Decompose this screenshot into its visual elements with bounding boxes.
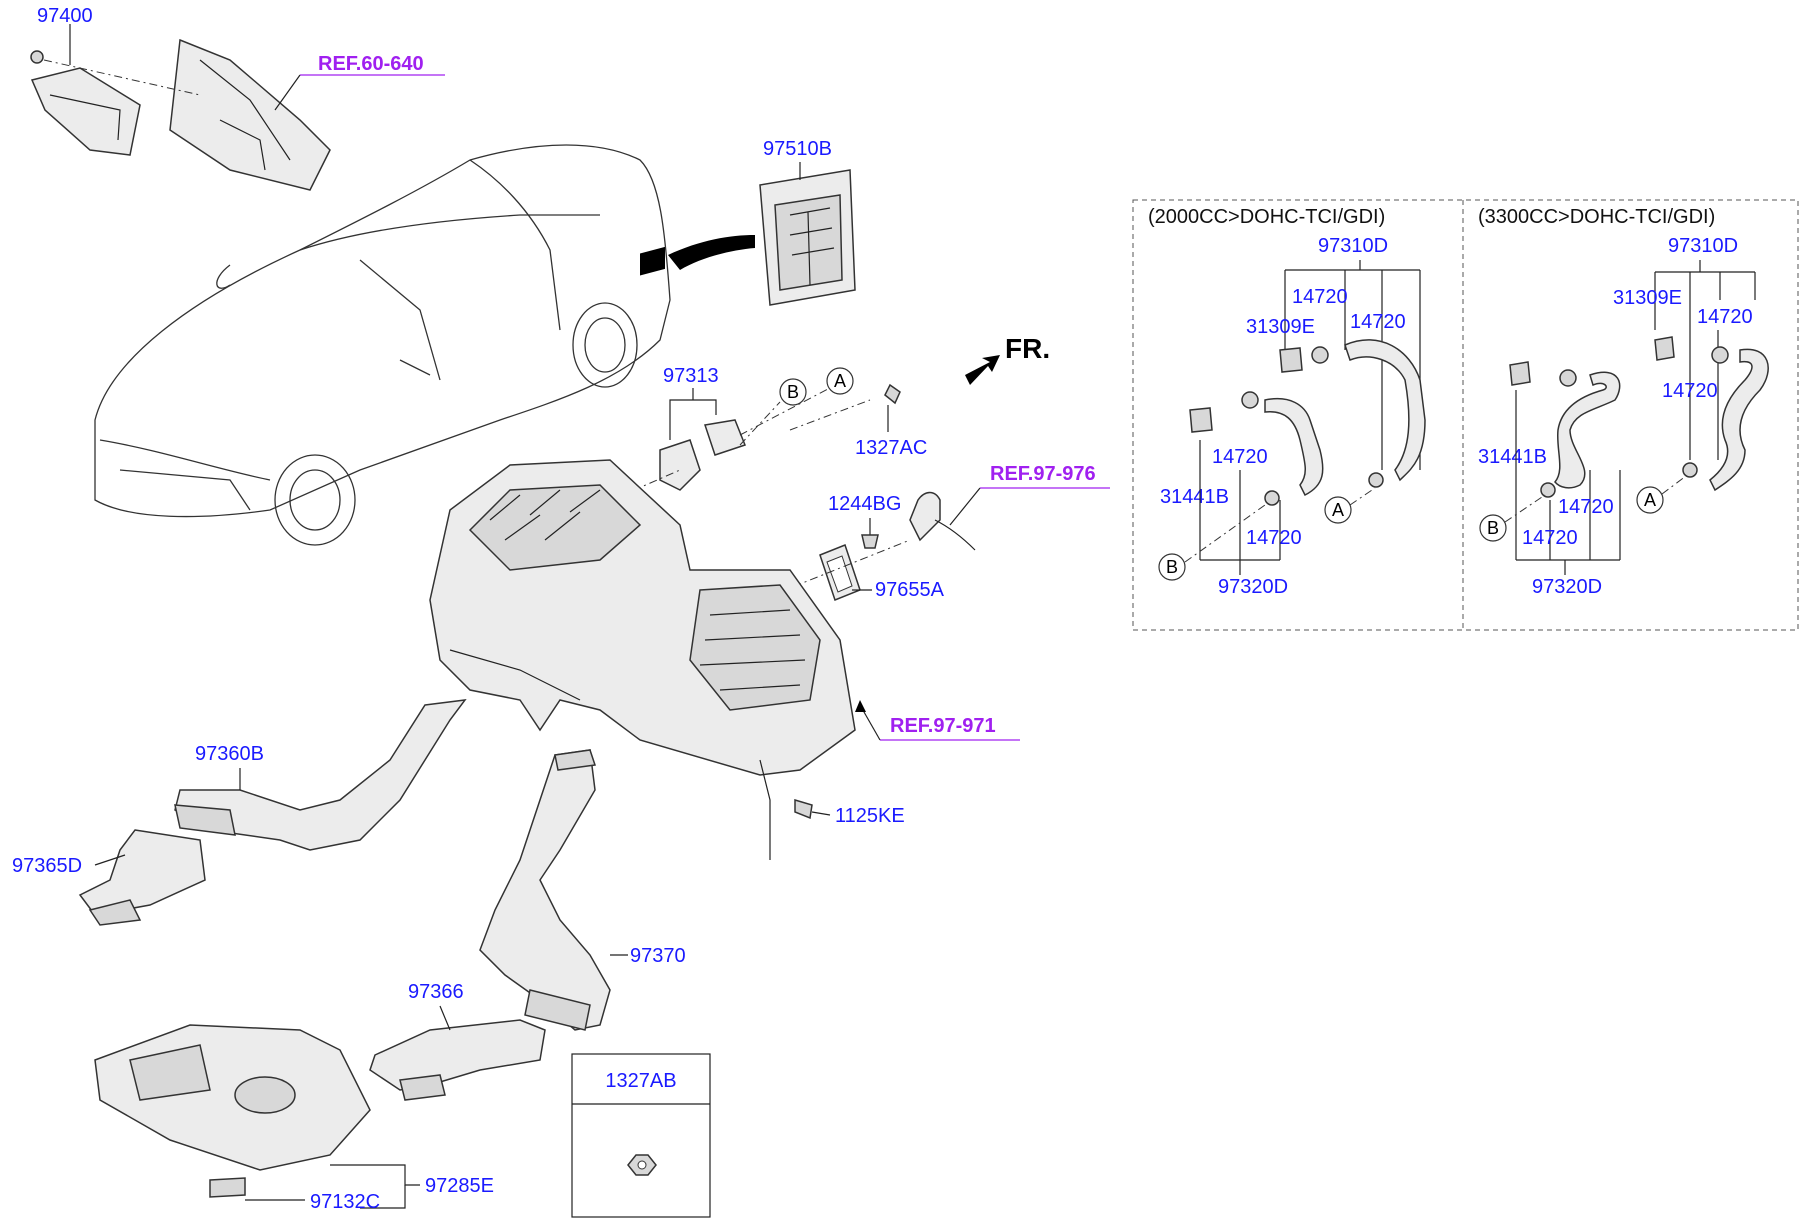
- duct-97370-drawing: [479, 749, 611, 1031]
- ref-60-640[interactable]: REF.60-640: [318, 53, 424, 75]
- label-fr: FR.: [1005, 333, 1050, 364]
- ref-97-976[interactable]: REF.97-976: [990, 463, 1096, 485]
- front-arrow-icon: [965, 355, 1000, 385]
- label-3300-14720-a: 14720: [1697, 306, 1753, 328]
- label-97285E: 97285E: [425, 1175, 494, 1197]
- label-2000-97320D: 97320D: [1218, 576, 1288, 598]
- label-3300-14720-d: 14720: [1522, 527, 1578, 549]
- label-97366: 97366: [408, 981, 464, 1003]
- marker-b-3300: B: [1487, 518, 1499, 538]
- duct-97360B-drawing: [78, 699, 467, 926]
- duct-97400-drawing: [30, 38, 331, 191]
- marker-a-2000: A: [1332, 500, 1344, 520]
- label-2000-14720-c: 14720: [1212, 446, 1268, 468]
- label-1327AC: 1327AC: [855, 437, 927, 459]
- label-2000-14720-d: 14720: [1246, 527, 1302, 549]
- label-97313: 97313: [663, 365, 719, 387]
- filter-97510B-drawing: [668, 169, 856, 306]
- duct-97366-drawing: [369, 1019, 546, 1101]
- inset-3300-title: (3300CC>DOHC-TCI/GDI): [1478, 206, 1715, 228]
- label-3300-31309E: 31309E: [1613, 287, 1682, 309]
- marker-a-main-label: A: [834, 371, 846, 391]
- car-outline: [94, 144, 671, 546]
- inset-3300cc: (3300CC>DOHC-TCI/GDI) 97310D 31309E 1472…: [1478, 206, 1769, 598]
- label-1125KE: 1125KE: [835, 805, 905, 827]
- marker-a-main: [826, 367, 854, 395]
- inset-2000-title: (2000CC>DOHC-TCI/GDI): [1148, 206, 1385, 228]
- label-3300-14720-b: 14720: [1662, 380, 1718, 402]
- label-1244BG: 1244BG: [828, 493, 901, 515]
- panel-97285E-drawing: [94, 1024, 371, 1198]
- label-2000-31309E: 31309E: [1246, 316, 1315, 338]
- engine-variant-box: [1132, 199, 1799, 631]
- label-97370: 97370: [630, 945, 686, 967]
- label-1327AB: 1327AB: [605, 1070, 676, 1092]
- marker-b-2000: B: [1166, 557, 1178, 577]
- label-97510B: 97510B: [763, 138, 832, 160]
- label-97655A: 97655A: [875, 579, 945, 601]
- marker-a-3300: A: [1644, 490, 1656, 510]
- part-box-1327AB: [571, 1053, 711, 1218]
- inset-2000cc: (2000CC>DOHC-TCI/GDI) 97310D 14720 14720…: [1148, 206, 1426, 598]
- label-3300-14720-c: 14720: [1558, 496, 1614, 518]
- label-2000-31441B: 31441B: [1160, 486, 1229, 508]
- label-97132C: 97132C: [310, 1191, 380, 1213]
- label-97400: 97400: [37, 5, 93, 27]
- label-2000-14720-a: 14720: [1292, 286, 1348, 308]
- label-3300-97310D: 97310D: [1668, 235, 1738, 257]
- marker-b-main-label: B: [787, 382, 799, 402]
- hvac-unit-drawing: [429, 459, 856, 860]
- label-3300-97320D: 97320D: [1532, 576, 1602, 598]
- label-2000-14720-b: 14720: [1350, 311, 1406, 333]
- label-97360B: 97360B: [195, 743, 264, 765]
- marker-b-main: [779, 378, 807, 406]
- label-3300-31441B: 31441B: [1478, 446, 1547, 468]
- label-2000-97310D: 97310D: [1318, 235, 1388, 257]
- ref-97-971[interactable]: REF.97-971: [890, 715, 996, 737]
- label-97365D: 97365D: [12, 855, 82, 877]
